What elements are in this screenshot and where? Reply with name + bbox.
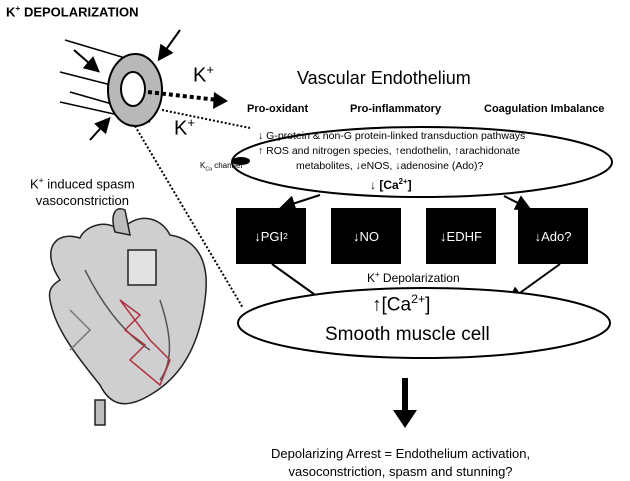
- dotted-connector-bottom: [134, 125, 244, 309]
- arrow-to-pgi2: [279, 194, 321, 211]
- arrow-pressure-bottom: [89, 117, 111, 141]
- k-ion-label-2: K+: [174, 115, 195, 140]
- header-pro-oxidant: Pro-oxidant: [247, 103, 309, 115]
- dotted-connector-top: [161, 109, 251, 129]
- line-pgi2-smc: [271, 263, 319, 298]
- dotted-arrow-head: [213, 92, 228, 109]
- header-coagulation-imbalance: Coagulation Imbalance: [484, 103, 605, 115]
- arrow-pressure-top: [157, 29, 181, 62]
- smc-calcium: ↑[Ca2+]: [372, 292, 431, 316]
- header-pro-inflammatory: Pro-inflammatory: [350, 103, 442, 115]
- vessel-line-low: [69, 91, 113, 105]
- endothelium-line-1: ↓ G-protein & non-G protein-linked trans…: [258, 130, 526, 142]
- arrow-to-ado: [503, 195, 532, 210]
- kca-channel-label: KCa channel: [200, 161, 243, 173]
- endothelium-cell: [231, 126, 613, 198]
- arrow-pressure-left: [73, 49, 101, 73]
- vessel-line-top: [64, 39, 133, 61]
- k-depolarization-label: K+ Depolarization: [367, 270, 460, 285]
- k-ion-label-1: K+: [193, 62, 214, 87]
- box-ado: ↓Ado?: [518, 208, 588, 264]
- vessel-lumen: [120, 71, 146, 107]
- spasm-label: K+ induced spasm vasoconstriction: [30, 175, 135, 209]
- box-edhf: ↓EDHF: [426, 208, 496, 264]
- box-no: ↓NO: [331, 208, 401, 264]
- diagram-title: K+ DEPOLARIZATION: [6, 3, 139, 20]
- endothelium-calcium: ↓ [Ca2+]: [370, 177, 412, 192]
- heart-illustration: [48, 208, 207, 426]
- smooth-muscle-cell: [237, 287, 611, 359]
- smooth-muscle-cell-label: Smooth muscle cell: [325, 324, 490, 345]
- dotted-arrow-k: [147, 90, 219, 102]
- kca-channel: [232, 157, 250, 165]
- endothelium-line-2: ↑ ROS and nitrogen species, ↑endothelin,…: [258, 145, 521, 157]
- endothelium-line-3: metabolites, ↓eNOS, ↓adenosine (Ado)?: [296, 160, 484, 172]
- outcome-text: Depolarizing Arrest = Endothelium activa…: [271, 446, 531, 479]
- vessel-line-mid: [59, 71, 116, 87]
- outcome-arrow-head: [393, 410, 417, 428]
- vascular-endothelium-title: Vascular Endothelium: [297, 68, 471, 88]
